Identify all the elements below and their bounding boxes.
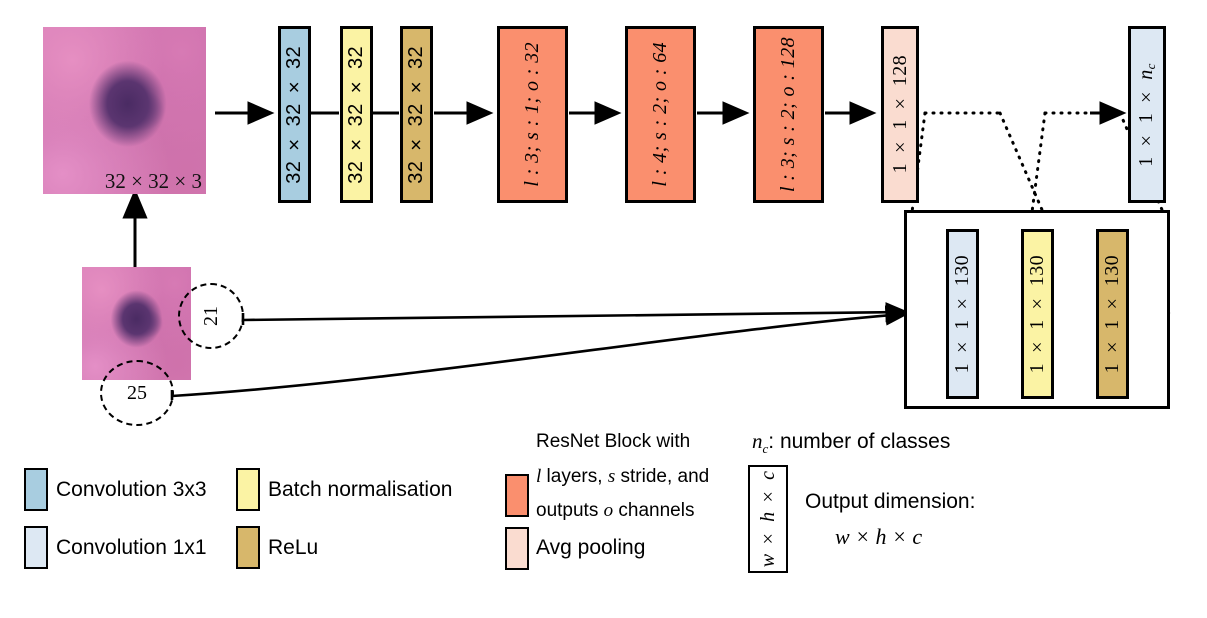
legend-swatch-batchnorm — [236, 468, 260, 511]
annotation-circle-21-label: 21 — [199, 306, 222, 326]
annotation-circle-21: 21 — [178, 283, 244, 349]
legend-dimension-box-label: w × h × c — [756, 470, 779, 568]
block-batchnorm-32[interactable]: 32 × 32 × 32 — [340, 26, 373, 203]
block-resnet-3-label: l : 3; s : 2; o : 128 — [777, 36, 799, 193]
block-conv3x3-32[interactable]: 32 × 32 × 32 — [278, 26, 311, 203]
legend-swatch-conv3x3 — [24, 468, 48, 511]
legend-swatch-conv1x1 — [24, 526, 48, 569]
block-avg-pooling[interactable]: 1 × 1 × 128 — [881, 26, 919, 203]
block-resnet-1-label: l : 3; s : 1; o : 32 — [521, 42, 543, 187]
block-avg-pooling-label: 1 × 1 × 128 — [888, 55, 911, 174]
block-resnet-1[interactable]: l : 3; s : 1; o : 32 — [497, 26, 568, 203]
block-resnet-3[interactable]: l : 3; s : 2; o : 128 — [753, 26, 824, 203]
block-inset-relu-130-label: 1 × 1 × 130 — [1101, 254, 1123, 374]
legend-label-resnet-line1: ResNet Block with — [536, 431, 691, 452]
legend-label-resnet-line3: outputs o channels — [536, 500, 695, 521]
legend-swatch-avgpool — [505, 527, 529, 570]
legend-swatch-resnet — [505, 474, 529, 517]
legend-label-resnet-line2: l layers, s stride, and — [536, 466, 710, 487]
legend-label-conv1x1: Convolution 1x1 — [56, 536, 207, 559]
block-batchnorm-32-label: 32 × 32 × 32 — [345, 45, 367, 184]
legend-label-conv3x3: Convolution 3x3 — [56, 478, 207, 501]
annotation-circle-25: 25 — [100, 360, 174, 426]
block-inset-conv1x1-130-label: 1 × 1 × 130 — [951, 254, 973, 374]
block-resnet-2[interactable]: l : 4; s : 2; o : 64 — [625, 26, 696, 203]
legend-label-batchnorm: Batch normalisation — [268, 478, 453, 501]
input-image-caption: 32 × 32 × 3 — [104, 169, 202, 193]
block-relu-32-label: 32 × 32 × 32 — [405, 45, 427, 184]
block-inset-batchnorm-130-label: 1 × 1 × 130 — [1026, 254, 1048, 374]
block-conv1x1-output[interactable]: 1 × 1 × nc — [1128, 26, 1166, 203]
block-relu-32[interactable]: 32 × 32 × 32 — [400, 26, 433, 203]
block-inset-relu-130[interactable]: 1 × 1 × 130 — [1096, 229, 1129, 399]
annotation-circle-25-label: 25 — [127, 381, 147, 404]
input-image-large: 32 × 32 × 3 — [43, 27, 206, 194]
legend-label-relu: ReLu — [268, 536, 319, 559]
legend-swatch-relu — [236, 526, 260, 569]
legend-output-dimension-title: Output dimension: — [805, 490, 976, 513]
block-conv3x3-32-label: 32 × 32 × 32 — [283, 45, 305, 184]
legend-label-nc: nc: number of classes — [752, 429, 951, 457]
block-conv1x1-output-label: 1 × 1 × nc — [1135, 62, 1158, 167]
legend-dimension-box: w × h × c — [748, 465, 788, 573]
block-resnet-2-label: l : 4; s : 2; o : 64 — [649, 42, 671, 187]
legend-label-avgpool: Avg pooling — [536, 536, 646, 559]
block-inset-conv1x1-130[interactable]: 1 × 1 × 130 — [946, 229, 979, 399]
block-inset-batchnorm-130[interactable]: 1 × 1 × 130 — [1021, 229, 1054, 399]
legend-output-dimension-value: w × h × c — [835, 524, 923, 549]
